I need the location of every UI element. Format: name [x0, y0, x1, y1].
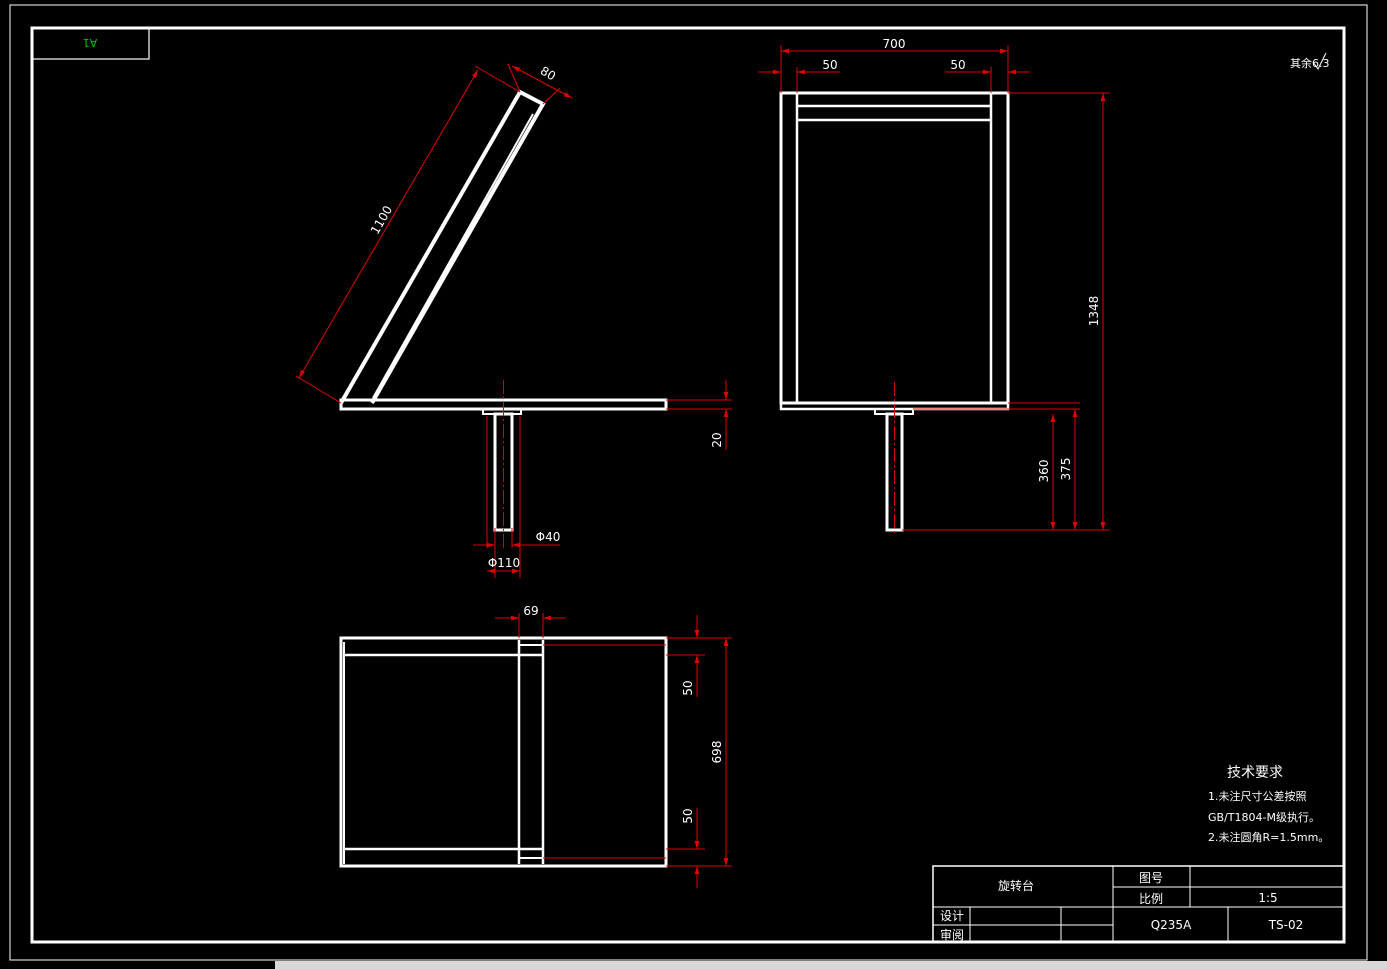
title-block-review-label: 审阅 — [940, 927, 964, 942]
sheet-size-tag: A1 — [31, 27, 150, 60]
dim-post-360: 360 — [1037, 460, 1051, 483]
front-view: 700 50 50 1348 360 375 — [758, 37, 1110, 535]
dim-front-height: 1348 — [1087, 296, 1101, 327]
tech-requirements-line1: 1.未注尺寸公差按照 — [1208, 789, 1307, 803]
status-bar-strip — [275, 961, 1387, 969]
dim-top-frame-bottom: 50 — [681, 808, 695, 823]
dim-flange-diameter: Φ110 — [488, 556, 520, 570]
title-block-material: Q235A — [1151, 918, 1192, 932]
tech-requirements-line2: GB/T1804-M级执行。 — [1208, 810, 1320, 824]
tech-requirements: 技术要求 1.未注尺寸公差按照 GB/T1804-M级执行。 2.未注圆角R=1… — [1208, 765, 1329, 844]
side-view: 1100 80 20 Φ40 Φ110 — [295, 64, 732, 578]
dim-top-frame-top: 50 — [681, 680, 695, 695]
dim-top-depth: 698 — [710, 741, 724, 764]
inner-border — [30, 26, 1346, 944]
dim-front-left-frame: 50 — [822, 58, 837, 72]
top-view-outline — [339, 636, 668, 868]
tech-requirements-title: 技术要求 — [1227, 765, 1283, 781]
side-view-arm — [339, 89, 546, 404]
outer-border — [9, 4, 1368, 961]
dim-top-offset: 69 — [523, 604, 538, 618]
tech-requirements-line3: 2.未注圆角R=1.5mm。 — [1208, 830, 1329, 844]
front-view-outline — [779, 91, 1010, 405]
top-view: 69 698 50 50 — [339, 604, 732, 888]
title-block-scale-value: 1:5 — [1258, 891, 1277, 905]
title-block-drawing-no-label: 图号 — [1139, 871, 1163, 885]
dim-post-375: 375 — [1059, 458, 1073, 481]
dim-plate-thickness: 20 — [710, 432, 724, 447]
dim-front-width: 700 — [883, 37, 906, 51]
sheet-size-tag-text: A1 — [83, 36, 98, 49]
dim-arm-width: 80 — [538, 64, 558, 84]
dim-post-diameter: Φ40 — [536, 530, 561, 544]
title-block-drawing-no-value: TS-02 — [1268, 918, 1304, 932]
title-block-design-label: 设计 — [940, 909, 964, 923]
title-block-scale-label: 比例 — [1139, 892, 1163, 906]
title-block-part-name: 旋转台 — [998, 878, 1034, 893]
surface-finish-mark: 其余6.3 — [1290, 52, 1330, 70]
title-block: 旋转台 图号 比例 1:5 设计 审阅 Q235A TS-02 — [932, 865, 1345, 943]
dim-front-right-frame: 50 — [950, 58, 965, 72]
